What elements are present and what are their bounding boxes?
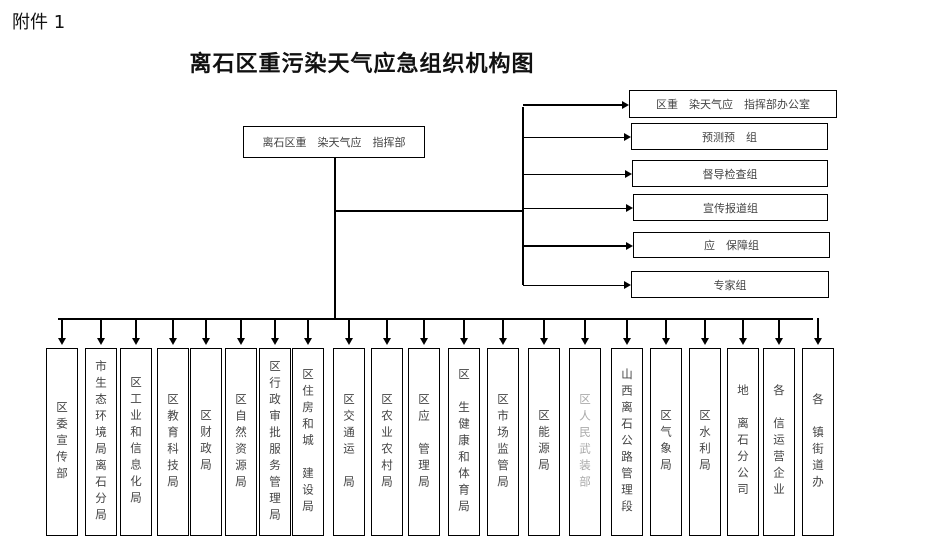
arrow-down-icon: [813, 338, 822, 345]
department-box: 区人民武装部: [569, 348, 601, 536]
connector-down: [240, 318, 242, 340]
connector-down: [100, 318, 102, 340]
connector-right-spine: [522, 107, 524, 285]
department-box: 区气象局: [650, 348, 682, 536]
connector-down: [704, 318, 706, 340]
department-box: 各 镇街道办: [802, 348, 834, 536]
arrow-right-icon: [624, 281, 631, 289]
department-box: 区工业和信息化局: [120, 348, 152, 536]
arrow-down-icon: [774, 338, 783, 345]
attachment-label: 附件 1: [12, 12, 66, 33]
arrow-right-icon: [624, 133, 631, 141]
connector-down: [742, 318, 744, 340]
connector-right: [523, 173, 625, 175]
connector-down: [61, 318, 63, 340]
chart-title: 离石区重污染天气应急组织机构图: [189, 52, 535, 77]
department-box: 区行政审批服务管理局: [259, 348, 291, 536]
connector-branch: [334, 210, 523, 212]
connector-down: [205, 318, 207, 340]
connector-right: [523, 104, 622, 106]
arrow-down-icon: [168, 338, 177, 345]
connector-down: [386, 318, 388, 340]
connector-trunk: [334, 158, 336, 318]
department-box: 市生态环境局离石分局: [85, 348, 117, 536]
arrow-down-icon: [201, 338, 210, 345]
department-box: 区能源局: [528, 348, 560, 536]
connector-down: [307, 318, 309, 340]
department-box: 各 信运营企业: [763, 348, 795, 536]
connector-down: [626, 318, 628, 340]
connector-down: [543, 318, 545, 340]
arrow-down-icon: [96, 338, 105, 345]
arrow-down-icon: [459, 338, 468, 345]
department-box: 区住房和城 建设局: [292, 348, 324, 536]
department-box: 区应 管理局: [408, 348, 440, 536]
arrow-down-icon: [303, 338, 312, 345]
connector-down: [584, 318, 586, 340]
arrow-down-icon: [57, 338, 66, 345]
department-box: 区农业农村局: [371, 348, 403, 536]
department-box: 区财政局: [190, 348, 222, 536]
group-box: 督导检查组: [632, 160, 828, 187]
connector-right: [523, 136, 624, 138]
arrow-down-icon: [498, 338, 507, 345]
connector-right: [523, 245, 626, 247]
arrow-right-icon: [626, 241, 633, 250]
arrow-down-icon: [622, 338, 631, 345]
connector-right: [523, 284, 624, 286]
connector-bottom-bus: [58, 318, 813, 320]
department-box: 区教育科技局: [157, 348, 189, 536]
arrow-down-icon: [131, 338, 140, 345]
connector-down: [423, 318, 425, 340]
connector-down: [274, 318, 276, 340]
arrow-down-icon: [580, 338, 589, 345]
arrow-right-icon: [625, 170, 632, 178]
connector-down: [502, 318, 504, 340]
department-box: 地 离石分公司: [727, 348, 759, 536]
department-box: 区交通运 局: [333, 348, 365, 536]
arrow-down-icon: [382, 338, 391, 345]
department-box: 区水利局: [689, 348, 721, 536]
arrow-down-icon: [738, 338, 747, 345]
group-box: 专家组: [631, 271, 829, 298]
connector-down: [817, 318, 819, 340]
group-box: 预测预 组: [631, 123, 828, 150]
department-box: 山西离石公路管理段: [611, 348, 643, 536]
arrow-right-icon: [622, 100, 629, 109]
connector-right: [523, 207, 626, 209]
connector-down: [778, 318, 780, 340]
arrow-down-icon: [419, 338, 428, 345]
connector-down: [665, 318, 667, 340]
group-box: 区重 染天气应 指挥部办公室: [629, 90, 837, 118]
department-box: 区 生健康和体育局: [448, 348, 480, 536]
connector-down: [463, 318, 465, 340]
group-box: 宣传报道组: [633, 194, 828, 221]
command-box: 离石区重 染天气应 指挥部: [243, 126, 425, 158]
arrow-down-icon: [344, 338, 353, 345]
arrow-down-icon: [236, 338, 245, 345]
connector-down: [135, 318, 137, 340]
arrow-down-icon: [270, 338, 279, 345]
department-box: 区委宣传部: [46, 348, 78, 536]
group-box: 应 保障组: [633, 232, 830, 258]
connector-down: [348, 318, 350, 340]
arrow-down-icon: [700, 338, 709, 345]
connector-down: [172, 318, 174, 340]
arrow-down-icon: [539, 338, 548, 345]
arrow-right-icon: [626, 204, 633, 212]
department-box: 区自然资源局: [225, 348, 257, 536]
department-box: 区市场监管局: [487, 348, 519, 536]
arrow-down-icon: [661, 338, 670, 345]
